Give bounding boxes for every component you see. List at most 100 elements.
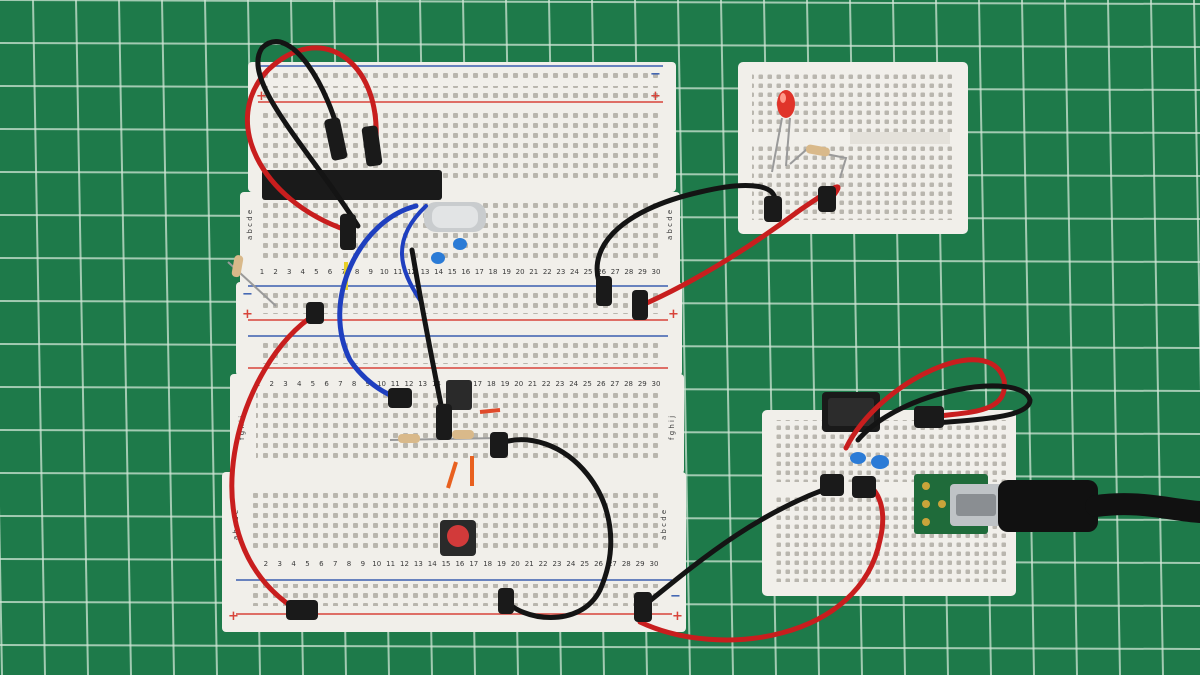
column-number: 12 [400,560,409,568]
column-number: 29 [638,380,647,388]
column-number: 19 [501,380,510,388]
column-number: 23 [555,380,564,388]
red-led [771,90,795,173]
wire-black [594,183,778,297]
column-number: 6 [328,268,333,276]
column-number: 7 [333,560,337,568]
column-number: 11 [391,380,400,388]
column-number: 30 [650,560,659,568]
ceramic-capacitor [453,238,467,250]
column-number: 27 [611,268,620,276]
column-number: 5 [311,380,315,388]
column-number: 11 [386,560,395,568]
column-number: 8 [352,380,356,388]
column-number: 25 [580,560,589,568]
minus-symbol: − [670,589,681,604]
column-number: 25 [584,268,593,276]
column-number: 10 [372,560,381,568]
column-number: 17 [469,560,478,568]
jumper-orange [479,408,501,414]
column-number: 7 [338,380,342,388]
column-number: 26 [597,380,606,388]
ceramic-capacitor [850,452,866,464]
column-number: 23 [556,268,565,276]
mini-breadboard-led [738,62,968,234]
column-number: 18 [489,268,498,276]
row-letters-label: a b c d e [666,210,674,240]
plus-symbol: + [256,89,267,104]
wire-blue [400,204,428,302]
microcontroller-chip [262,170,442,200]
column-number: 13 [418,380,427,388]
wire-black [255,39,361,229]
column-number: 7 [341,268,345,276]
plus-symbol: + [668,307,679,322]
column-number: 21 [529,268,538,276]
wire-black [855,383,1033,443]
column-number: 14 [428,560,437,568]
wire-red [229,311,319,615]
column-number: 28 [624,380,633,388]
column-number: 13 [421,268,430,276]
column-number: 26 [594,560,603,568]
column-number: 20 [516,268,525,276]
wire-end-plugs [286,117,944,622]
column-number: 5 [305,560,309,568]
column-number: 8 [347,560,351,568]
column-number: 30 [652,380,661,388]
resistor-led [789,144,848,179]
column-number: 16 [461,268,470,276]
column-number: 28 [624,268,633,276]
column-number: 1 [260,268,264,276]
column-number: 19 [502,268,511,276]
wire-black [643,481,843,607]
wire-red [843,357,1007,451]
column-number: 15 [448,268,457,276]
column-number: 22 [543,268,552,276]
wire-red [637,481,886,643]
column-number: 12 [405,380,414,388]
column-number: 30 [652,268,661,276]
column-number: 22 [542,380,551,388]
wire-black [495,437,614,620]
column-number: 3 [283,380,287,388]
column-number: 9 [361,560,365,568]
plus-symbol: + [228,609,239,624]
main-breadboard-power-rails: + + − [236,282,682,376]
column-number: 2 [273,268,277,276]
resistor [227,255,277,307]
column-number: 10 [380,268,389,276]
column-number: 21 [525,560,534,568]
plus-symbol: + [650,89,661,104]
column-number: 16 [455,560,464,568]
row-letters-label: a b c d e [246,210,254,240]
column-number: 24 [569,380,578,388]
usb-cable [998,480,1200,532]
row-letters-label: f g h i j [668,416,676,440]
column-number: 9 [368,268,372,276]
row-letters-label: a b c d e [660,510,668,540]
micro-usb-breakout-board [914,474,1002,534]
column-number: 11 [393,268,402,276]
ceramic-capacitor [871,455,889,469]
column-number: 24 [566,560,575,568]
column-number: 6 [319,560,324,568]
push-button [440,520,476,556]
wires [229,39,1033,643]
column-number: 3 [287,268,291,276]
column-number: 29 [638,268,647,276]
mini-breadboard-power [762,410,1016,596]
column-number: 19 [497,560,506,568]
column-number: 13 [414,560,423,568]
column-number: 29 [636,560,645,568]
minus-symbol: − [650,67,661,82]
column-number: 4 [301,268,306,276]
column-number: 21 [528,380,537,388]
plus-symbol: + [672,609,683,624]
wire-red [637,184,841,309]
column-number: 6 [324,380,329,388]
